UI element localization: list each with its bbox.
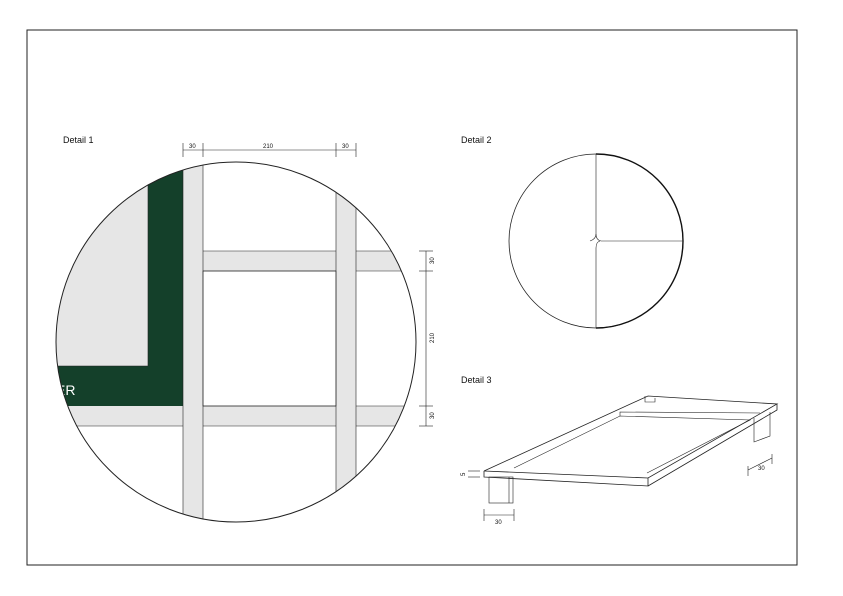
sheet-border [26,29,798,566]
partial-sign-text: ER [56,382,75,398]
detail-3-title: Detail 3 [461,375,492,385]
dim-d3-30-right: 30 [758,466,765,472]
dim-top-30-right: 30 [342,144,349,150]
green-band [56,162,183,406]
top-dimension-chain: 30 210 30 [182,143,357,157]
dim-d3-5: 5 [461,472,467,476]
detail-2-drawing [508,153,684,329]
detail-2-title: Detail 2 [461,135,492,145]
detail-1-title: Detail 1 [63,135,94,145]
dim-top-210: 210 [263,144,274,150]
dim-side-210: 210 [430,332,436,343]
dim-d3-30-left: 30 [495,520,502,526]
detail-1-circle [55,161,417,523]
detail-3-isometric [483,395,779,504]
dim-top-30-left: 30 [189,144,196,150]
paving-area [56,162,150,366]
dim-side-30-top: 30 [430,257,436,264]
detail-3-dimensions: 5 30 30 [461,454,773,526]
dim-side-30-bottom: 30 [430,412,436,419]
detail-1-magnifier: ER [56,162,416,522]
side-dimension-chain: 30 210 30 [419,250,436,427]
